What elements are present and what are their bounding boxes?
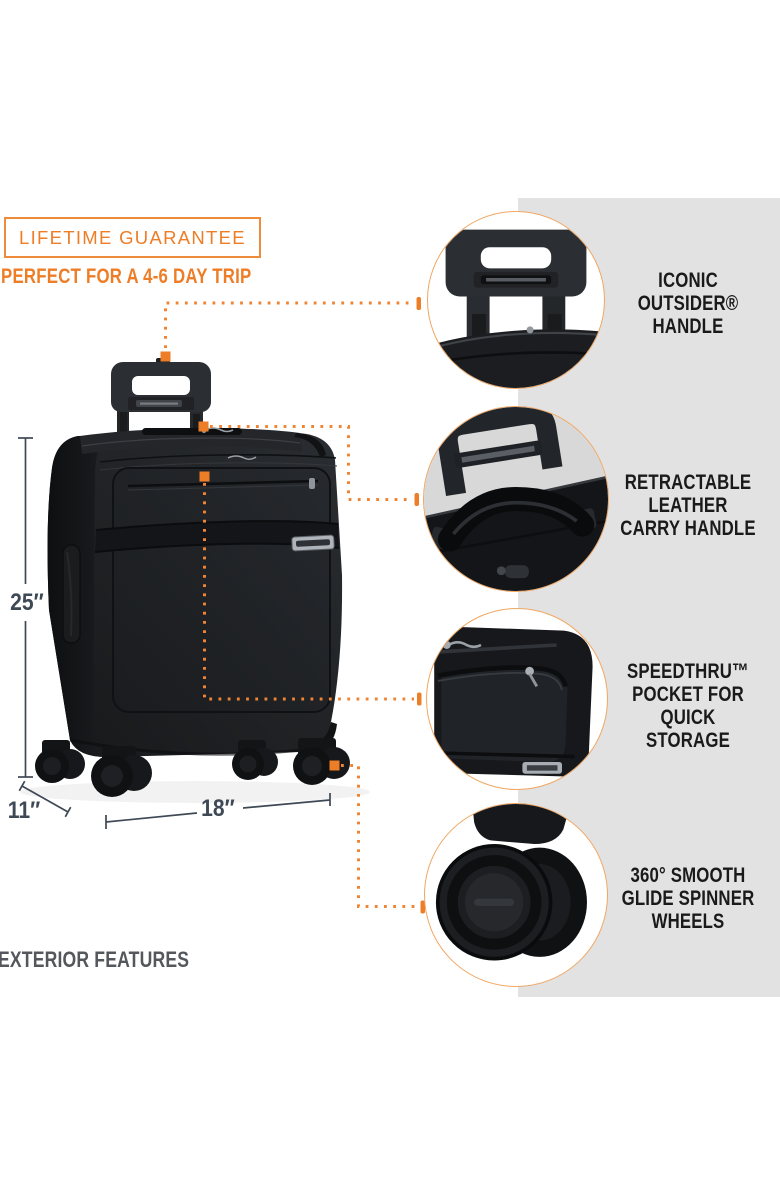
lifetime-guarantee-badge: LIFETIME GUARANTEE <box>4 217 261 258</box>
feature-photo-carry-handle <box>423 406 609 592</box>
dimension-lines <box>18 437 331 829</box>
trip-tagline: PERFECT FOR A 4-6 DAY TRIP <box>1 265 252 288</box>
width-dimension-label: 18″ <box>201 795 235 822</box>
spinner-wheels <box>35 738 350 797</box>
depth-dimension-line <box>18 780 72 818</box>
feature-photo-spinner-wheel <box>424 803 608 987</box>
callout-connectors <box>160 297 425 914</box>
carry-handle-photo <box>424 407 608 591</box>
speedthru-pocket-photo <box>434 627 593 777</box>
feature-label-carry-handle: RETRACTABLE LEATHER CARRY HANDLE <box>620 471 756 540</box>
brand-logo-plate <box>291 534 335 552</box>
feature-photo-outsider-handle <box>427 211 605 389</box>
connector-outsider-handle <box>164 301 413 348</box>
connector-carry-handle <box>210 425 411 501</box>
height-dimension-label: 25″ <box>10 589 44 616</box>
callout-markers <box>160 297 425 914</box>
spinner-wheel-photo <box>435 804 587 961</box>
badge-label: LIFETIME GUARANTEE <box>19 227 246 248</box>
depth-dimension-label: 11″ <box>7 797 41 824</box>
feature-label-spinner-wheels: 360° SMOOTH GLIDE SPINNER WHEELS <box>621 864 755 933</box>
height-dimension-line <box>18 437 33 778</box>
connector-spinner-wheels <box>341 764 417 908</box>
suitcase-body <box>47 427 343 758</box>
width-dimension-line <box>105 793 331 829</box>
suitcase-illustration <box>35 358 350 797</box>
feature-label-speedthru-pocket: SPEEDTHRU™ POCKET FOR QUICK STORAGE <box>626 660 750 752</box>
feature-label-outsider-handle: ICONIC OUTSIDER® HANDLE <box>637 269 739 338</box>
telescoping-handle <box>111 358 211 444</box>
feature-photo-speedthru-pocket <box>426 608 608 790</box>
section-caption: EXTERIOR FEATURES <box>0 947 190 972</box>
outsider-handle-photo <box>428 229 604 388</box>
